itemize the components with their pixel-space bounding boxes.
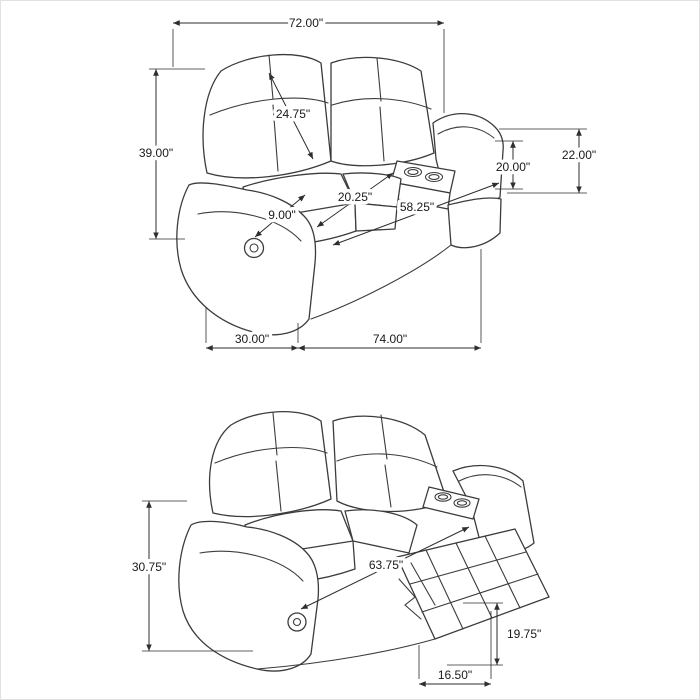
dim-footrest-height: 19.75" <box>447 602 545 666</box>
reclined-left-arm-seam <box>199 550 304 582</box>
dim-overall-depth: 30.00" <box>205 307 299 351</box>
back-cushion-right-seam-v1 <box>376 57 382 102</box>
dim-label-footrest-extension: 16.50" <box>438 668 472 682</box>
reclined-cupholder-left <box>434 492 452 502</box>
reclined-back-right-seam-h <box>336 453 438 468</box>
right-arm-seam <box>437 126 495 139</box>
reclined-back-right-seam-v1 <box>380 414 388 460</box>
dim-label-arm-width: 9.00" <box>268 208 296 222</box>
reclined-back-left-seam-v2 <box>275 460 282 512</box>
seat-right-front <box>354 202 398 232</box>
dim-overall-width: 72.00" <box>172 13 445 113</box>
recliner-handle-inner <box>249 243 259 253</box>
reclined-recliner-handle <box>287 612 307 632</box>
dim-label-interior-width: 58.25" <box>400 200 434 214</box>
reclined-back-left-seam-v1 <box>272 412 278 456</box>
cupholder-left-inner <box>407 169 419 175</box>
dim-label-overall-height: 39.00" <box>139 146 173 160</box>
reclined-cupholder-left-inner <box>437 494 449 500</box>
right-arm-lower <box>447 197 502 249</box>
reclined-dimension-annotations: 30.75" 63.75" 19.75" 16.50" <box>128 500 545 687</box>
reclined-base-edge <box>256 638 436 670</box>
dim-label-reclined-height: 30.75" <box>132 560 166 574</box>
reclined-cupholder-right-inner <box>456 500 468 506</box>
dim-back-cushion-line <box>268 72 314 160</box>
cupholder-right-inner <box>428 174 440 180</box>
dim-label-arm-height: 22.00" <box>562 148 596 162</box>
dim-base-width: 74.00" <box>298 249 482 351</box>
back-cushion-right-seam-v2 <box>379 106 385 162</box>
dim-label-footrest-height: 19.75" <box>507 627 541 641</box>
base-front-edge <box>310 244 452 320</box>
reclined-sofa-view: 30.75" 63.75" 19.75" 16.50" <box>128 411 550 687</box>
reclined-seat-right <box>344 509 418 554</box>
dim-reclined-height: 30.75" <box>128 500 253 652</box>
dim-label-overall-depth: 30.00" <box>235 332 269 346</box>
dim-arm-width-line <box>254 194 306 238</box>
dim-arm-width: 9.00" <box>254 194 306 238</box>
cupholder-left <box>403 166 423 178</box>
reclined-sofa-line-art <box>178 411 550 672</box>
cupholder-right <box>424 171 444 183</box>
dim-label-back-cushion: 24.75" <box>276 107 310 121</box>
upright-sofa-view: 72.00" 39.00" 24.75" 22.00" <box>135 13 600 351</box>
reclined-back-cushion-left <box>208 411 332 518</box>
reclined-cupholder-right <box>453 498 471 508</box>
dim-label-seat-depth: 20.25" <box>338 190 372 204</box>
dim-arm-inner-height: 20.00" <box>492 140 534 190</box>
reclined-back-left-seam-h <box>214 446 328 464</box>
dim-label-arm-inner-height: 20.00" <box>496 160 530 174</box>
dim-interior-width-line <box>332 182 500 246</box>
dim-reclined-depth: 63.75" <box>300 526 470 610</box>
reclined-recliner-handle-inner <box>292 617 302 627</box>
reclined-left-arm <box>178 520 320 672</box>
footrest-quilt-col-3 <box>484 535 521 609</box>
dim-back-cushion: 24.75" <box>268 72 314 160</box>
dim-reclined-depth-line <box>300 526 470 610</box>
recliner-handle <box>243 237 265 259</box>
upright-dimension-annotations: 72.00" 39.00" 24.75" 22.00" <box>135 13 600 351</box>
back-cushion-left <box>202 54 332 179</box>
dim-label-overall-width: 72.00" <box>289 16 323 30</box>
reclined-console-top <box>422 486 480 520</box>
back-cushion-right-seam-h <box>331 98 432 110</box>
dim-label-base-width: 74.00" <box>373 332 407 346</box>
dim-arm-height: 22.00" <box>499 128 600 194</box>
reclined-back-right-seam-v2 <box>384 464 392 508</box>
dim-footrest-extension: 16.50" <box>418 611 492 687</box>
dim-overall-height: 39.00" <box>135 68 205 240</box>
reclined-right-arm-seam <box>458 474 522 488</box>
dim-interior-width: 58.25" <box>332 182 500 246</box>
back-cushion-right <box>330 56 435 167</box>
dim-label-reclined-depth: 63.75" <box>369 558 403 572</box>
